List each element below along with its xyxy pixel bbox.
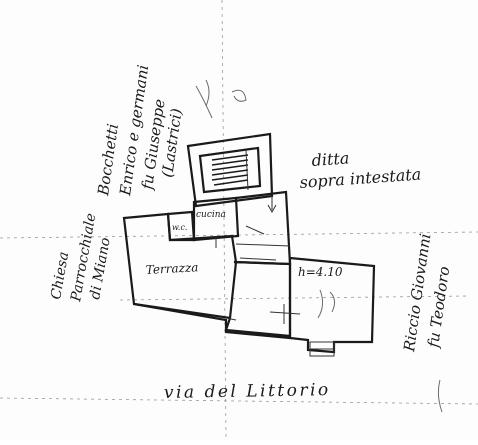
construction-line — [221, 0, 227, 441]
partition-line — [235, 243, 291, 247]
construction-line — [119, 295, 471, 301]
height-label: h=4.10 — [298, 265, 343, 279]
construction-line — [0, 397, 478, 405]
street-label: via del Littorio — [164, 380, 331, 403]
pencil-mark — [317, 289, 324, 319]
central-room-outline — [233, 190, 292, 266]
terrace-label: Terrazza — [145, 260, 198, 277]
pencil-mark — [205, 79, 210, 107]
kitchen-label: cucina — [196, 210, 226, 220]
partition-line — [239, 257, 277, 261]
pencil-mark — [231, 89, 247, 102]
door-mark — [225, 317, 237, 321]
wc-label: w.c. — [172, 223, 187, 232]
door-mark — [245, 225, 265, 235]
arrow-mark — [267, 196, 277, 214]
pencil-mark — [437, 379, 443, 413]
stairwell-inner — [198, 146, 262, 194]
pencil-mark — [329, 291, 336, 313]
door-mark — [269, 311, 301, 315]
stair-steps — [211, 154, 249, 186]
ditta-label-1: ditta — [311, 148, 350, 170]
pencil-marks — [195, 79, 443, 413]
kitchen-outline — [192, 196, 240, 242]
building-walls — [122, 190, 376, 357]
stair-handrail — [245, 149, 249, 191]
street-facade — [133, 302, 291, 340]
pencil-mark — [195, 85, 213, 119]
